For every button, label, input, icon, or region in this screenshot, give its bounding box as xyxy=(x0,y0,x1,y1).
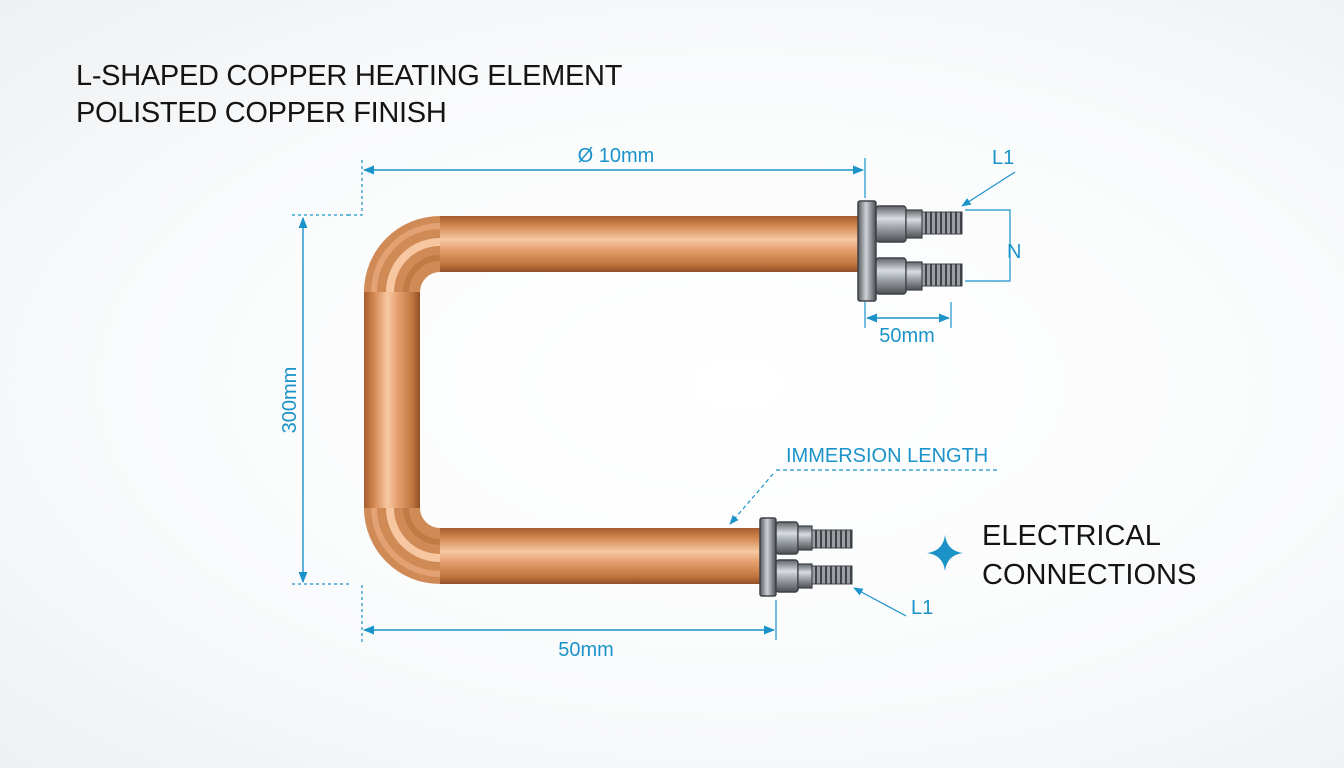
electrical-line-1: ELECTRICAL xyxy=(982,520,1161,552)
title-line-1: L-SHAPED COPPER HEATING ELEMENT xyxy=(76,60,623,92)
l1-bottom-label: L1 xyxy=(911,597,933,619)
callout-l1-bottom: L1 xyxy=(853,587,933,619)
title-line-2: POLISTED COPPER FINISH xyxy=(76,97,447,129)
callout-n: N xyxy=(965,209,1021,282)
bottom-length-label: 50mm xyxy=(558,639,614,661)
callout-immersion: IMMERSION LENGTH xyxy=(729,445,1000,525)
dimension-diameter: Ø 10mm xyxy=(345,145,866,216)
tube-top-straight xyxy=(440,216,865,272)
tube-vertical xyxy=(364,292,420,508)
electrical-line-2: CONNECTIONS xyxy=(982,559,1196,591)
tube-bottom-straight xyxy=(440,528,762,584)
dimension-bottom: 50mm xyxy=(361,585,777,661)
diameter-label: Ø 10mm xyxy=(578,145,655,167)
top-terminal xyxy=(857,200,963,302)
height-label: 300mm xyxy=(279,367,301,434)
immersion-label: IMMERSION LENGTH xyxy=(786,445,988,467)
bottom-terminal xyxy=(759,517,853,597)
n-label: N xyxy=(1007,241,1021,263)
dimension-terminal: 50mm xyxy=(864,302,952,347)
sparkle-icon xyxy=(927,535,963,571)
dimension-height: 300mm xyxy=(279,214,350,585)
callout-l1-top: L1 xyxy=(961,147,1016,207)
l1-top-label: L1 xyxy=(992,147,1014,169)
terminal-length-label: 50mm xyxy=(879,325,935,347)
callout-electrical: ELECTRICAL CONNECTIONS xyxy=(927,520,1196,591)
